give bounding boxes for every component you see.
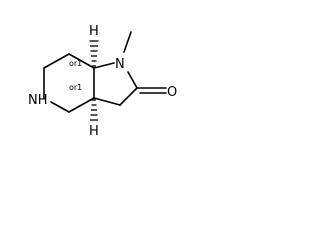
bond-c5-c7a bbox=[68, 53, 95, 69]
stereo-label-bottom: or1 bbox=[69, 83, 82, 92]
stereo-label-top: or1 bbox=[69, 59, 82, 68]
bond-c4-c5 bbox=[43, 53, 70, 69]
molecule-drawing: H N NH O H or1 or1 bbox=[28, 24, 177, 139]
atom-h-bottom: H bbox=[89, 124, 99, 139]
bond-c3a-c4b bbox=[68, 97, 95, 113]
bond-n1-methyl bbox=[123, 31, 132, 53]
structure-canvas: H N NH O H or1 or1 bbox=[0, 0, 196, 142]
hash-wedge-top bbox=[89, 40, 99, 67]
hash-wedge-bottom bbox=[90, 99, 98, 121]
atom-nh: NH bbox=[28, 93, 48, 108]
atom-o: O bbox=[167, 85, 177, 100]
bond-n1-c2 bbox=[127, 71, 138, 89]
atom-n-ring: N bbox=[115, 57, 125, 72]
bond-c3-c3a bbox=[93, 97, 121, 106]
atom-h-top: H bbox=[89, 24, 99, 39]
bond-c7a-n1 bbox=[93, 62, 115, 69]
bond-c2-c3 bbox=[119, 87, 138, 106]
bond-c4b-n bbox=[50, 101, 70, 113]
